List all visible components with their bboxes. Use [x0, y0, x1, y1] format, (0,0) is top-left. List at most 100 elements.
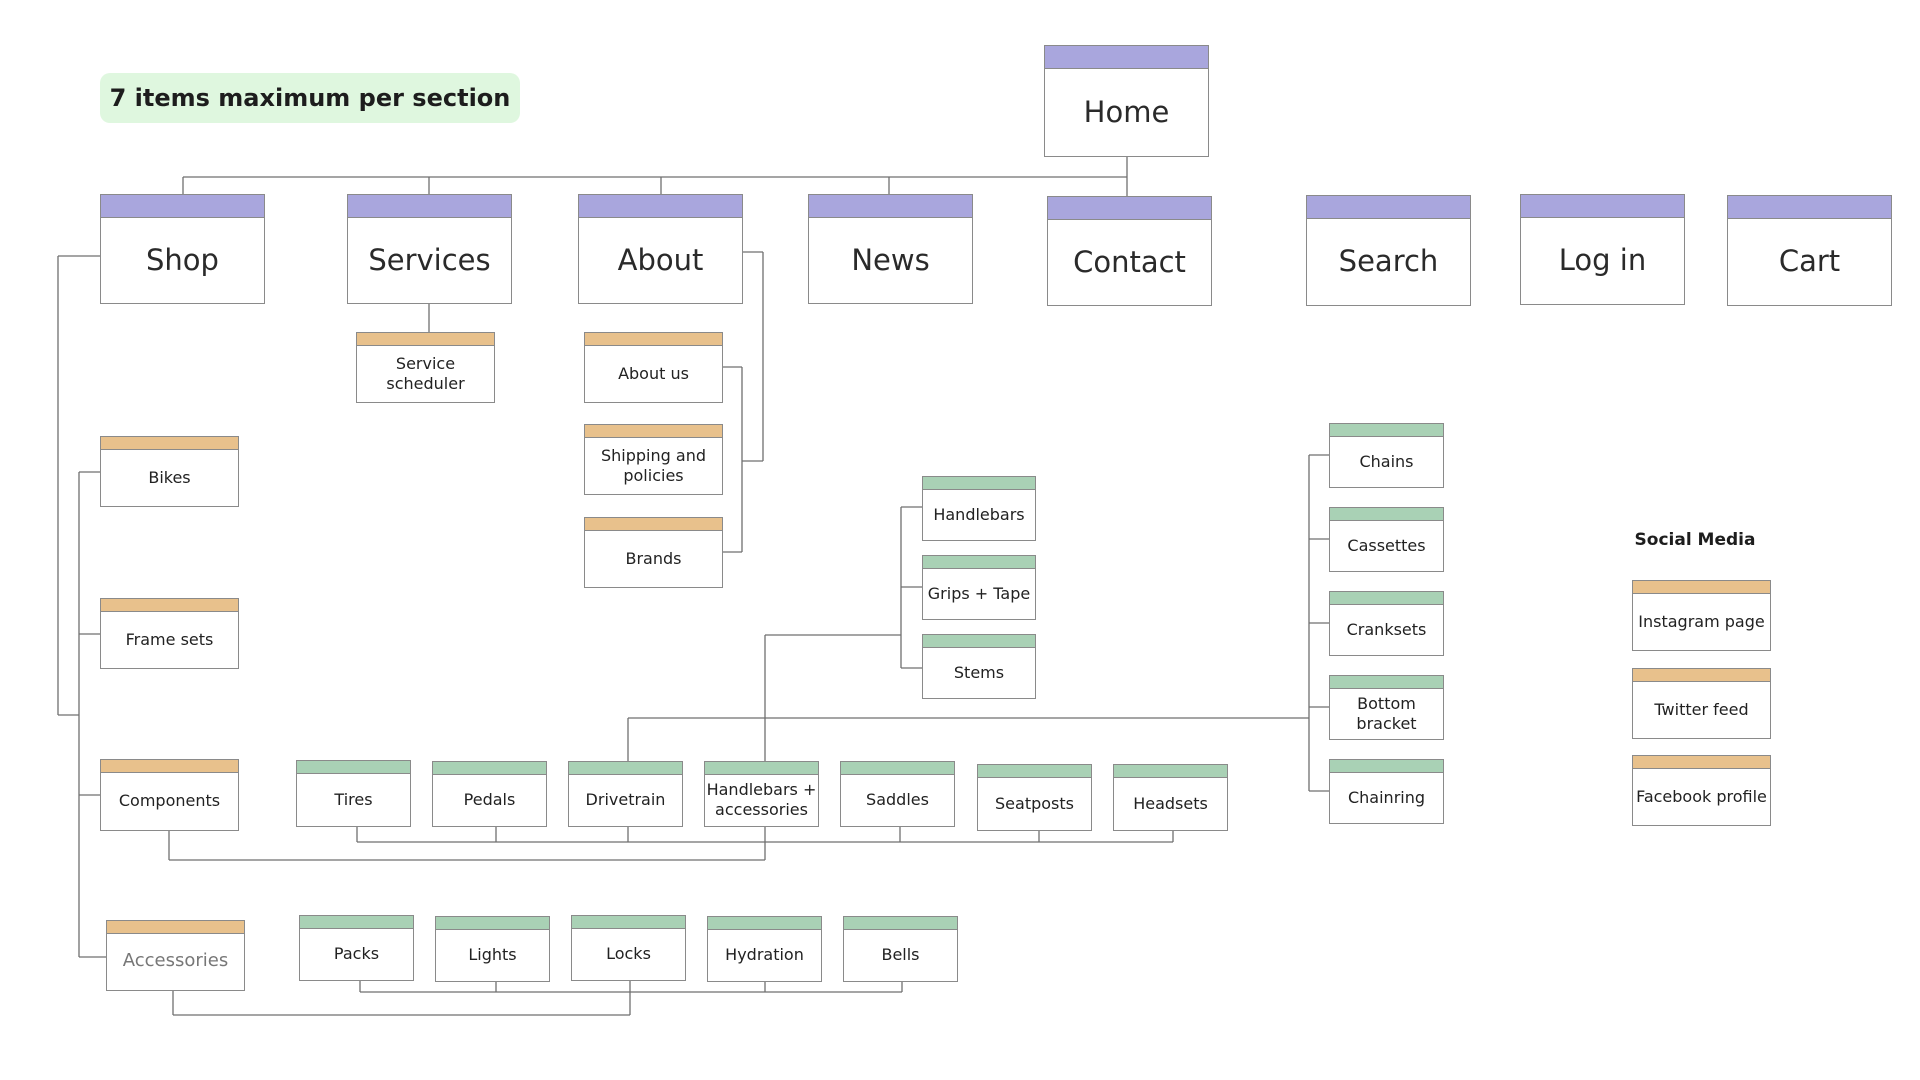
nav-search-label: Search	[1338, 244, 1439, 279]
header-bar	[569, 762, 682, 775]
twitter-feed-box[interactable]: Twitter feed	[1632, 668, 1771, 739]
header-bar	[348, 195, 511, 218]
nav-login[interactable]: Log in	[1520, 194, 1685, 305]
social-media-title: Social Media	[1634, 530, 1756, 550]
facebook-profile-box[interactable]: Facebook profile	[1632, 755, 1771, 826]
tires-label: Tires	[334, 789, 373, 809]
bikes-box[interactable]: Bikes	[100, 436, 239, 507]
header-bar	[844, 917, 957, 930]
seatposts-box[interactable]: Seatposts	[977, 764, 1092, 831]
header-bar	[1307, 196, 1470, 219]
handlebars-accessories-label: Handlebars + accessories	[706, 780, 817, 819]
drivetrain-box[interactable]: Drivetrain	[568, 761, 683, 827]
nav-about-label: About	[617, 242, 704, 277]
bells-box[interactable]: Bells	[843, 916, 958, 982]
header-bar	[923, 635, 1035, 648]
header-bar	[978, 765, 1091, 778]
nav-services[interactable]: Services	[347, 194, 512, 304]
nav-shop[interactable]: Shop	[100, 194, 265, 304]
lights-box[interactable]: Lights	[435, 916, 550, 982]
header-bar	[705, 762, 818, 775]
header-bar	[107, 921, 244, 934]
pedals-label: Pedals	[463, 790, 516, 809]
header-bar	[300, 916, 413, 929]
saddles-box[interactable]: Saddles	[840, 761, 955, 827]
tires-box[interactable]: Tires	[296, 760, 411, 827]
drivetrain-label: Drivetrain	[585, 790, 666, 809]
nav-news[interactable]: News	[808, 194, 973, 304]
twitter-feed-label: Twitter feed	[1654, 699, 1749, 719]
about-us-label: About us	[618, 363, 689, 383]
pedals-box[interactable]: Pedals	[432, 761, 547, 827]
nav-about[interactable]: About	[578, 194, 743, 304]
header-bar	[101, 437, 238, 450]
chainring-box[interactable]: Chainring	[1329, 759, 1444, 824]
header-bar	[585, 333, 722, 346]
saddles-label: Saddles	[866, 790, 929, 809]
bottom-bracket-box[interactable]: Bottom bracket	[1329, 675, 1444, 740]
hydration-box[interactable]: Hydration	[707, 916, 822, 982]
shipping-policies-box[interactable]: Shipping and policies	[584, 424, 723, 495]
nav-contact[interactable]: Contact	[1047, 196, 1212, 306]
header-bar	[1330, 760, 1443, 773]
chains-box[interactable]: Chains	[1329, 423, 1444, 488]
nav-contact-label: Contact	[1073, 244, 1186, 279]
header-bar	[1330, 592, 1443, 605]
grips-tape-box[interactable]: Grips + Tape	[922, 555, 1036, 620]
shipping-policies-label: Shipping and policies	[601, 445, 706, 485]
cranksets-box[interactable]: Cranksets	[1329, 591, 1444, 656]
nav-home-label: Home	[1083, 94, 1170, 129]
components-box[interactable]: Components	[100, 759, 239, 831]
header-bar	[1633, 756, 1770, 769]
brands-label: Brands	[625, 548, 682, 568]
packs-label: Packs	[333, 944, 380, 963]
header-bar	[572, 916, 685, 929]
service-scheduler-box[interactable]: Service scheduler	[356, 332, 495, 403]
packs-box[interactable]: Packs	[299, 915, 414, 981]
accessories-label: Accessories	[122, 950, 229, 972]
header-bar	[297, 761, 410, 774]
nav-services-label: Services	[368, 242, 491, 277]
accessories-box[interactable]: Accessories	[106, 920, 245, 991]
cassettes-box[interactable]: Cassettes	[1329, 507, 1444, 572]
header-bar	[1330, 676, 1443, 689]
bikes-label: Bikes	[148, 467, 191, 487]
header-bar	[809, 195, 972, 218]
handlebars-box[interactable]: Handlebars	[922, 476, 1036, 541]
header-bar	[1048, 197, 1211, 220]
header-bar	[579, 195, 742, 218]
instagram-page-box[interactable]: Instagram page	[1632, 580, 1771, 651]
seatposts-label: Seatposts	[995, 793, 1074, 813]
about-us-box[interactable]: About us	[584, 332, 723, 403]
hydration-label: Hydration	[725, 945, 804, 964]
nav-cart[interactable]: Cart	[1727, 195, 1892, 306]
locks-label: Locks	[606, 944, 651, 963]
header-bar	[101, 195, 264, 218]
instagram-page-label: Instagram page	[1638, 611, 1765, 631]
nav-home[interactable]: Home	[1044, 45, 1209, 157]
header-bar	[841, 762, 954, 775]
header-bar	[585, 518, 722, 531]
handlebars-accessories-box[interactable]: Handlebars + accessories	[704, 761, 819, 827]
headsets-box[interactable]: Headsets	[1113, 764, 1228, 831]
header-bar	[708, 917, 821, 930]
grips-tape-label: Grips + Tape	[927, 583, 1031, 603]
nav-shop-label: Shop	[146, 242, 219, 277]
facebook-profile-label: Facebook profile	[1636, 786, 1767, 806]
nav-search[interactable]: Search	[1306, 195, 1471, 306]
header-bar	[1330, 424, 1443, 437]
bells-label: Bells	[881, 945, 920, 964]
locks-box[interactable]: Locks	[571, 915, 686, 981]
cranksets-label: Cranksets	[1346, 619, 1427, 639]
max-items-note: 7 items maximum per section	[100, 73, 520, 123]
header-bar	[436, 917, 549, 930]
frame-sets-box[interactable]: Frame sets	[100, 598, 239, 669]
stems-box[interactable]: Stems	[922, 634, 1036, 699]
header-bar	[1114, 765, 1227, 778]
header-bar	[1045, 46, 1208, 69]
header-bar	[1728, 196, 1891, 219]
brands-box[interactable]: Brands	[584, 517, 723, 588]
components-label: Components	[118, 791, 221, 810]
stems-label: Stems	[953, 662, 1005, 682]
